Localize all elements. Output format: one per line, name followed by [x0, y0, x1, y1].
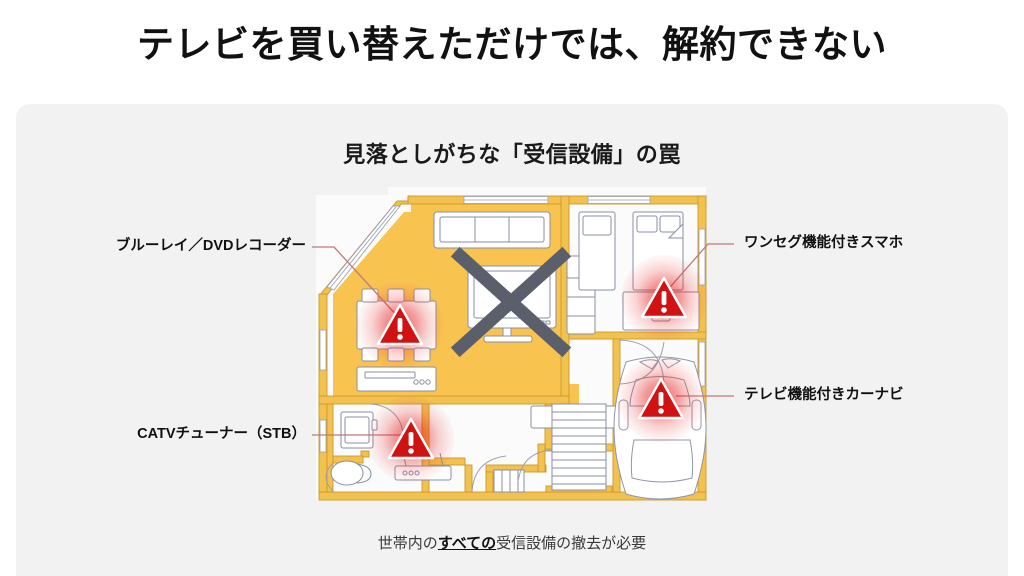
callout-label-bluray-dvd-recorder: ブルーレイ／DVDレコーダー — [115, 238, 306, 254]
callout-label-car-navigation-tv: テレビ機能付きカーナビ — [744, 387, 904, 403]
floor-plan-area: ブルーレイ／DVDレコーダー CATVチューナー（STB） ワンセグ機能付きスマ… — [16, 104, 1008, 576]
warning-triangle-icon — [376, 303, 424, 346]
av-rack-recorder — [356, 366, 437, 392]
sofa — [433, 211, 551, 249]
warning-marker-carnavi[interactable] — [618, 356, 704, 442]
content-card: 見落としがちな「受信設備」の罠 — [16, 104, 1008, 576]
window-diagonal — [326, 205, 401, 291]
wall-util-left — [326, 403, 334, 493]
tv-cross-out — [450, 246, 572, 358]
page-title: テレビを買い替えただけでは、解約できない — [137, 24, 887, 65]
wall-hall-b — [464, 464, 473, 493]
wall-living-bottom — [318, 395, 570, 405]
entrance-steps — [493, 469, 525, 493]
warning-marker-recorder[interactable] — [357, 282, 443, 368]
window-left-1 — [319, 329, 327, 371]
footer-note: 世帯内のすべての受信設備の撤去が必要 — [16, 532, 1008, 553]
house-floor-plan — [316, 187, 707, 501]
windows — [319, 196, 706, 453]
callout-label-oneseg-smartphone: ワンセグ機能付きスマホ — [744, 235, 904, 251]
footer-suffix: 受信設備の撤去が必要 — [496, 535, 647, 552]
wall-stub-a — [360, 450, 370, 458]
footer-emphasis: すべての — [437, 535, 497, 552]
footer-prefix: 世帯内の — [377, 535, 438, 552]
window-left-2 — [319, 419, 327, 453]
wall-left — [318, 293, 328, 493]
warning-triangle-icon — [387, 417, 435, 460]
warning-marker-stb[interactable] — [368, 396, 454, 482]
staircase — [551, 403, 607, 491]
bed-single-left — [578, 211, 616, 291]
utility-fixtures — [330, 411, 378, 486]
warning-triangle-icon — [640, 276, 688, 319]
wall-hall-e — [537, 443, 546, 473]
callout-leader-lines — [312, 243, 734, 436]
warning-triangle-icon — [637, 377, 685, 420]
warning-marker-smartphone[interactable] — [621, 255, 707, 341]
card-subtitle: 見落としがちな「受信設備」の罠 — [343, 142, 681, 167]
living-corner-cut — [333, 204, 411, 294]
cross-stroke-2 — [450, 246, 572, 358]
callout-label-catv-tuner-stb: CATVチューナー（STB） — [137, 426, 306, 442]
wall-hall-d — [485, 471, 494, 493]
